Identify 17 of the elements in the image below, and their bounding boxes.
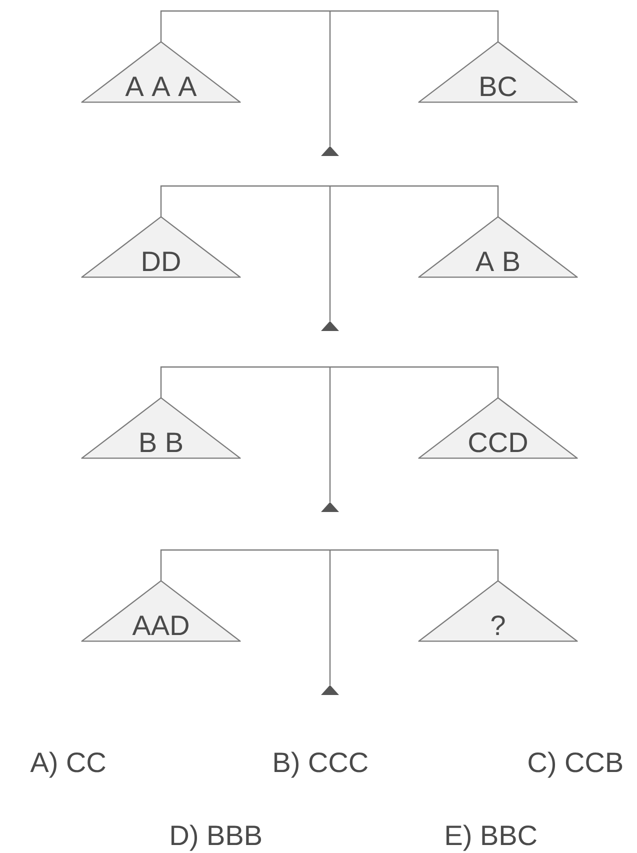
balance-beam: [160, 549, 499, 581]
answer-option: D) BBB: [172, 824, 262, 851]
pan-triangle: DD: [81, 216, 241, 278]
answer-option: B) CCC: [274, 752, 368, 778]
pan-triangle: ?: [418, 580, 578, 642]
pan-triangle: CCD: [418, 397, 578, 459]
balance-beam: [160, 185, 499, 217]
balance-beam: [160, 366, 499, 398]
answer-option: E) BBC: [446, 824, 536, 851]
answer-option: A) CC: [30, 752, 106, 778]
pan-triangle: A A A: [81, 41, 241, 103]
pan-triangle: AAD: [81, 580, 241, 642]
pan-triangle: A B: [418, 216, 578, 278]
pan-triangle: BC: [418, 41, 578, 103]
answer-option: C) CCB: [528, 752, 622, 778]
balance-beam: [160, 10, 499, 42]
pan-triangle: B B: [81, 397, 241, 459]
